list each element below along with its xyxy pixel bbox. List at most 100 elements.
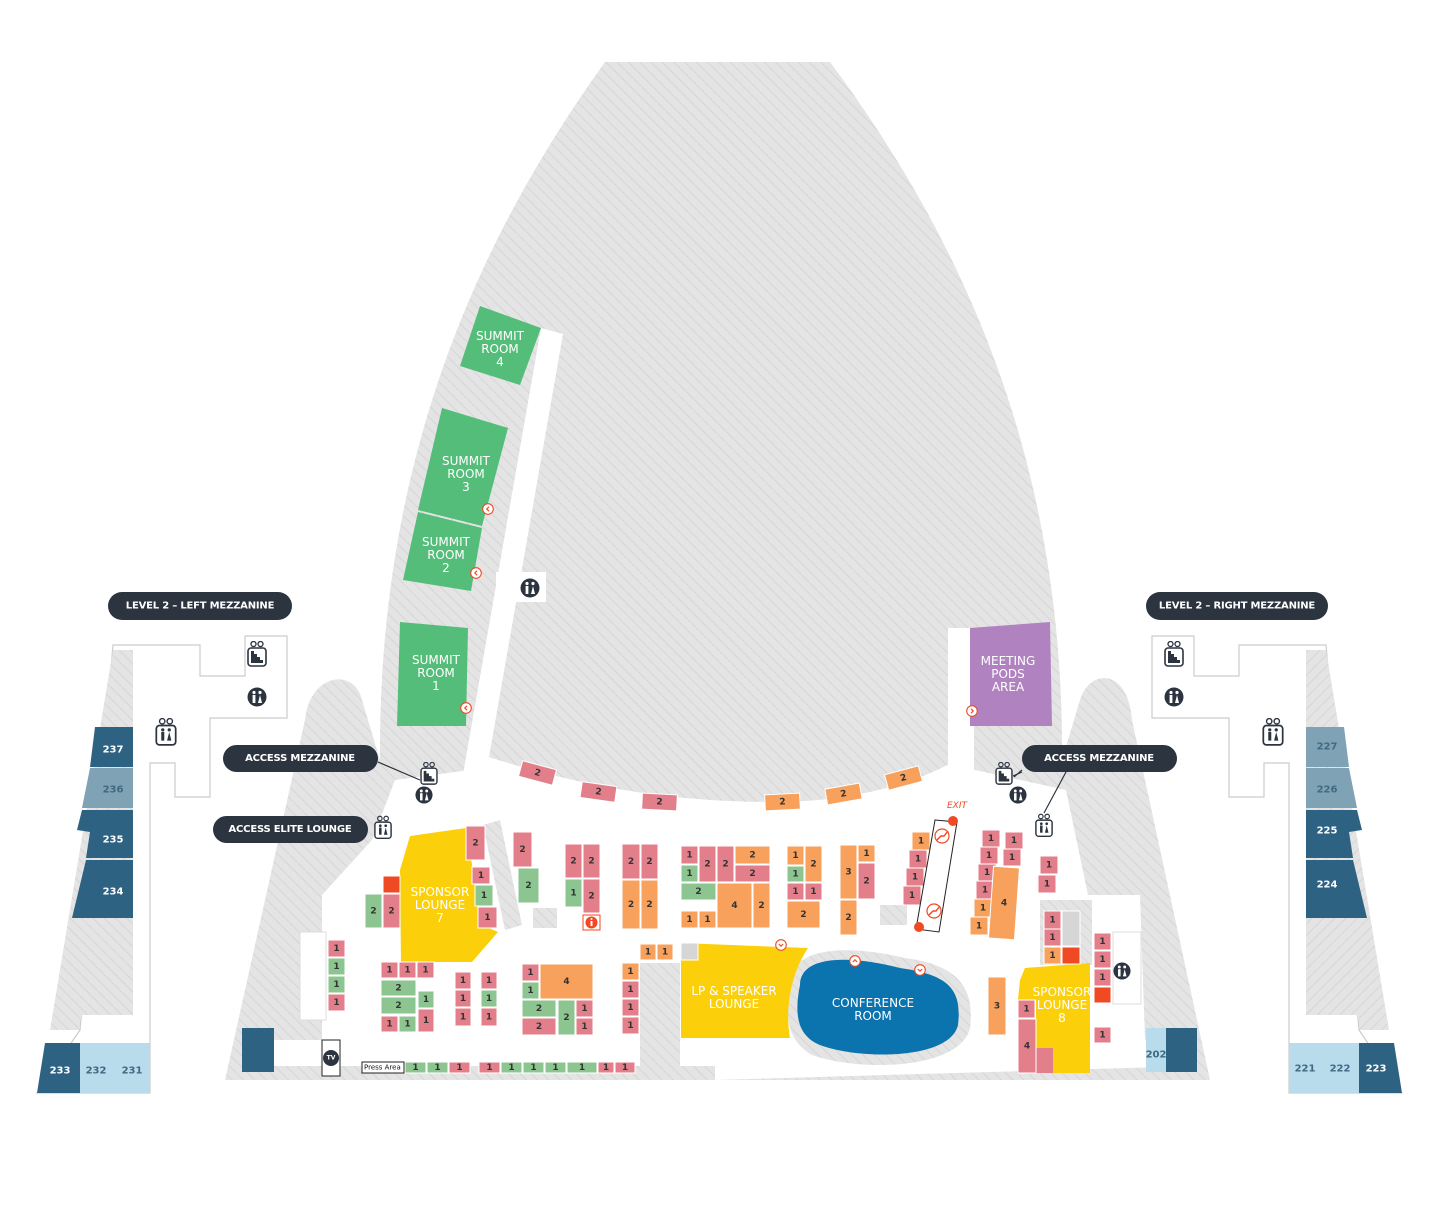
booth[interactable]: 2	[380, 979, 417, 997]
booth[interactable]: 2	[557, 999, 576, 1036]
booth[interactable]: 1	[480, 1007, 498, 1027]
booth[interactable]: 1	[979, 846, 999, 865]
entrance-marker-icon[interactable]	[966, 705, 978, 717]
booth[interactable]: 1	[698, 910, 717, 929]
booth[interactable]: 1	[1039, 855, 1059, 875]
booth[interactable]: 2	[582, 843, 601, 879]
booth[interactable]: 1	[575, 999, 594, 1018]
suite-202[interactable]: 202	[1146, 1028, 1167, 1072]
booth[interactable]: 1	[656, 943, 674, 961]
suite-233[interactable]: 233	[37, 1043, 80, 1093]
booth[interactable]: 1	[477, 906, 498, 929]
lp-speaker-lounge[interactable]: LP & SPEAKER LOUNGE	[681, 943, 808, 1038]
booth[interactable]: 1	[454, 971, 472, 990]
left-hall-suite[interactable]	[242, 1028, 274, 1072]
entrance-marker-icon[interactable]	[775, 939, 787, 951]
booth[interactable]: 1	[544, 1061, 567, 1074]
booth[interactable]: 1	[416, 961, 435, 979]
booth[interactable]: 1	[804, 882, 823, 901]
booth[interactable]: 1	[564, 878, 583, 908]
right-mezzanine-label[interactable]: LEVEL 2 – RIGHT MEZZANINE	[1146, 592, 1328, 620]
booth[interactable]: 1	[404, 1061, 427, 1074]
booth[interactable]: 2	[716, 845, 735, 883]
booth[interactable]: 2	[621, 879, 641, 930]
booth[interactable]: 1	[680, 845, 699, 865]
booth[interactable]: 1	[1043, 910, 1062, 930]
booth[interactable]: 1	[398, 961, 417, 979]
suite-227[interactable]: 227	[1306, 727, 1349, 767]
booth[interactable]: 1	[911, 831, 931, 851]
suite-234[interactable]: 234	[72, 860, 133, 918]
suite-231[interactable]: 231	[113, 1043, 150, 1093]
booth[interactable]: 1	[786, 882, 805, 901]
booth[interactable]: 2	[640, 879, 659, 930]
suite-235[interactable]: 235	[77, 810, 133, 858]
booth[interactable]: 1	[454, 1007, 472, 1027]
booth[interactable]	[1093, 986, 1112, 1004]
booth[interactable]: 2	[640, 843, 659, 880]
booth[interactable]: 2	[517, 760, 558, 786]
conference-room[interactable]: CONFERENCE ROOM	[797, 959, 959, 1055]
booth[interactable]: 1	[521, 963, 540, 982]
suite-222[interactable]: 222	[1326, 1043, 1359, 1093]
suite-226[interactable]: 226	[1306, 768, 1357, 808]
access-mezzanine-right-button[interactable]: ACCESS MEZZANINE	[1022, 745, 1177, 772]
sponsor-lounge-7[interactable]: SPONSOR LOUNGE 7	[400, 828, 498, 962]
summit-room-2[interactable]: SUMMIT ROOM 2	[403, 512, 482, 591]
booth[interactable]: 1	[621, 980, 640, 999]
booth[interactable]	[1061, 946, 1081, 965]
booth[interactable]: 1	[621, 998, 640, 1017]
booth[interactable]: 1	[680, 910, 699, 929]
meeting-pods-area[interactable]: MEETING PODS AREA	[970, 622, 1052, 726]
entrance-marker-icon[interactable]	[470, 567, 482, 579]
booth[interactable]: 2	[764, 792, 801, 812]
booth[interactable]: 1	[380, 1015, 399, 1033]
booth[interactable]: 3	[839, 844, 858, 900]
booth[interactable]: 4	[539, 963, 594, 1000]
booth[interactable]: 1	[448, 1061, 471, 1074]
booth[interactable]: 1	[500, 1061, 523, 1074]
booth[interactable]: 1	[454, 989, 472, 1008]
booth[interactable]: 1	[478, 1061, 501, 1074]
booth[interactable]: 3	[987, 976, 1007, 1036]
booth[interactable]: 1	[905, 867, 925, 887]
press-area[interactable]: Press Area	[361, 1061, 405, 1074]
booth[interactable]: 2	[641, 792, 678, 812]
booth[interactable]: 1	[969, 916, 989, 936]
summit-room-3[interactable]: SUMMIT ROOM 3	[418, 408, 508, 526]
booth[interactable]: 2	[786, 900, 821, 929]
booth[interactable]: 2	[883, 765, 924, 791]
summit-room-4[interactable]: SUMMIT ROOM 4	[460, 306, 541, 385]
suite-223[interactable]: 223	[1359, 1043, 1402, 1093]
booth[interactable]: 2	[752, 882, 771, 929]
booth[interactable]: 1	[327, 975, 346, 994]
booth[interactable]: 1	[522, 1061, 545, 1074]
suite-232[interactable]: 232	[80, 1043, 113, 1093]
booth[interactable]: 2	[512, 831, 533, 868]
booth[interactable]: 2	[621, 843, 641, 880]
entrance-marker-icon[interactable]	[482, 503, 494, 515]
booth[interactable]: 2	[804, 845, 823, 883]
booth[interactable]: 1	[1043, 946, 1062, 965]
booth[interactable]: 2	[517, 867, 540, 904]
booth[interactable]: 1	[1093, 968, 1112, 987]
booth[interactable]: 1	[1093, 1026, 1112, 1044]
booth[interactable]: 1	[614, 1061, 636, 1074]
booth[interactable]: 1	[857, 844, 876, 863]
booth[interactable]: 2	[698, 845, 717, 883]
booth[interactable]: 1	[597, 1061, 615, 1074]
booth[interactable]: 1	[1004, 831, 1024, 850]
booth[interactable]: 1	[1017, 999, 1036, 1019]
booth[interactable]: 1	[1093, 950, 1112, 969]
booth[interactable]: 1	[908, 849, 928, 869]
booth[interactable]: 2	[734, 864, 771, 883]
booth[interactable]: 1	[621, 962, 640, 981]
booth[interactable]: 2	[564, 843, 583, 879]
booth[interactable]: 2	[364, 893, 383, 929]
access-mezzanine-left-button[interactable]: ACCESS MEZZANINE	[223, 745, 378, 772]
booth[interactable]: 1	[680, 864, 699, 883]
booth[interactable]: 2	[579, 781, 618, 803]
booth[interactable]: 1	[981, 829, 1001, 848]
booth[interactable]: 1	[426, 1061, 449, 1074]
booth[interactable]: 1	[1037, 874, 1057, 894]
